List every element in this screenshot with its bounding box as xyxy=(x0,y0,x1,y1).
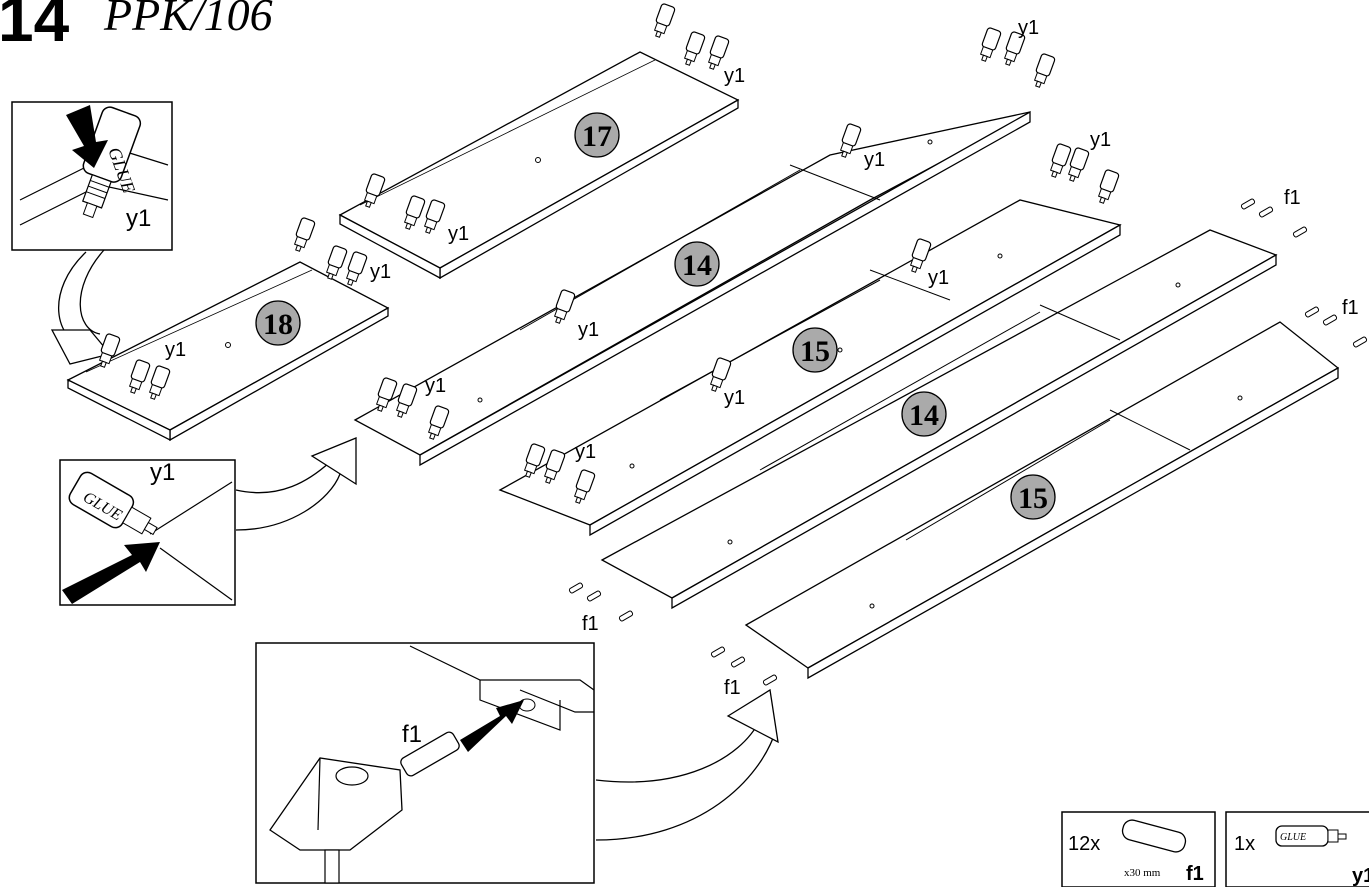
part-code-label: y1 xyxy=(126,205,151,232)
parts-list-dowel: 12x x30 mm f1 xyxy=(1061,811,1216,887)
glue-code: y1 xyxy=(1352,865,1369,887)
badge-17: 17 xyxy=(574,112,620,158)
dowel-code-label: f1 xyxy=(402,721,422,748)
glue-label: y1 xyxy=(575,441,596,463)
glue-label: y1 xyxy=(425,375,446,397)
curved-arrow-1 xyxy=(50,249,112,365)
part-code-label: y1 xyxy=(150,459,175,486)
step-number: 14 xyxy=(0,0,70,55)
glue-quantity: 1x xyxy=(1234,833,1255,855)
badge-14-lower: 14 xyxy=(901,391,947,437)
curved-arrow-2 xyxy=(235,437,357,531)
dowel-label: f1 xyxy=(582,613,599,635)
parts-list-glue: 1x GLUE y1 xyxy=(1225,811,1369,887)
inset-dowel-hammer: f1 xyxy=(255,642,595,884)
part-labels: y1 y1 y1 y1 y1 y1 y1 y1 y1 y1 y1 y1 f1 f… xyxy=(165,17,1359,699)
glue-label: y1 xyxy=(1090,129,1111,151)
badge-14-upper: 14 xyxy=(674,241,720,287)
glue-label: y1 xyxy=(864,149,885,171)
badge-15-upper-text: 15 xyxy=(800,335,830,368)
glue-bottle-text: GLUE xyxy=(1280,832,1306,843)
badge-14-upper-text: 14 xyxy=(682,249,712,282)
glue-label: y1 xyxy=(928,267,949,289)
curved-arrow-3 xyxy=(595,688,779,841)
glue-label: y1 xyxy=(448,223,469,245)
glue-label: y1 xyxy=(578,319,599,341)
dowel-label: f1 xyxy=(1342,297,1359,319)
dowel-quantity: 12x xyxy=(1068,833,1100,855)
badge-18: 18 xyxy=(255,300,301,346)
dowel-size-note: x30 mm xyxy=(1124,867,1161,879)
glue-label: y1 xyxy=(724,65,745,87)
badge-15-lower: 15 xyxy=(1010,474,1056,520)
badge-17-text: 17 xyxy=(582,120,612,153)
badge-15-upper: 15 xyxy=(792,327,838,373)
badge-14-lower-text: 14 xyxy=(909,399,939,432)
badge-15-lower-text: 15 xyxy=(1018,482,1048,515)
dowel-label: f1 xyxy=(724,677,741,699)
dowel-code: f1 xyxy=(1186,863,1204,885)
glue-label: y1 xyxy=(724,387,745,409)
dowel-label: f1 xyxy=(1284,187,1301,209)
glue-label: y1 xyxy=(1018,17,1039,39)
board-18 xyxy=(66,261,390,442)
badge-18-text: 18 xyxy=(263,308,293,341)
glue-label: y1 xyxy=(370,261,391,283)
glue-label: y1 xyxy=(165,339,186,361)
inset-glue-top: GLUE y1 xyxy=(11,101,173,251)
inset-glue-side: GLUE y1 xyxy=(59,459,236,606)
step-reference: PPK/106 xyxy=(104,0,273,40)
